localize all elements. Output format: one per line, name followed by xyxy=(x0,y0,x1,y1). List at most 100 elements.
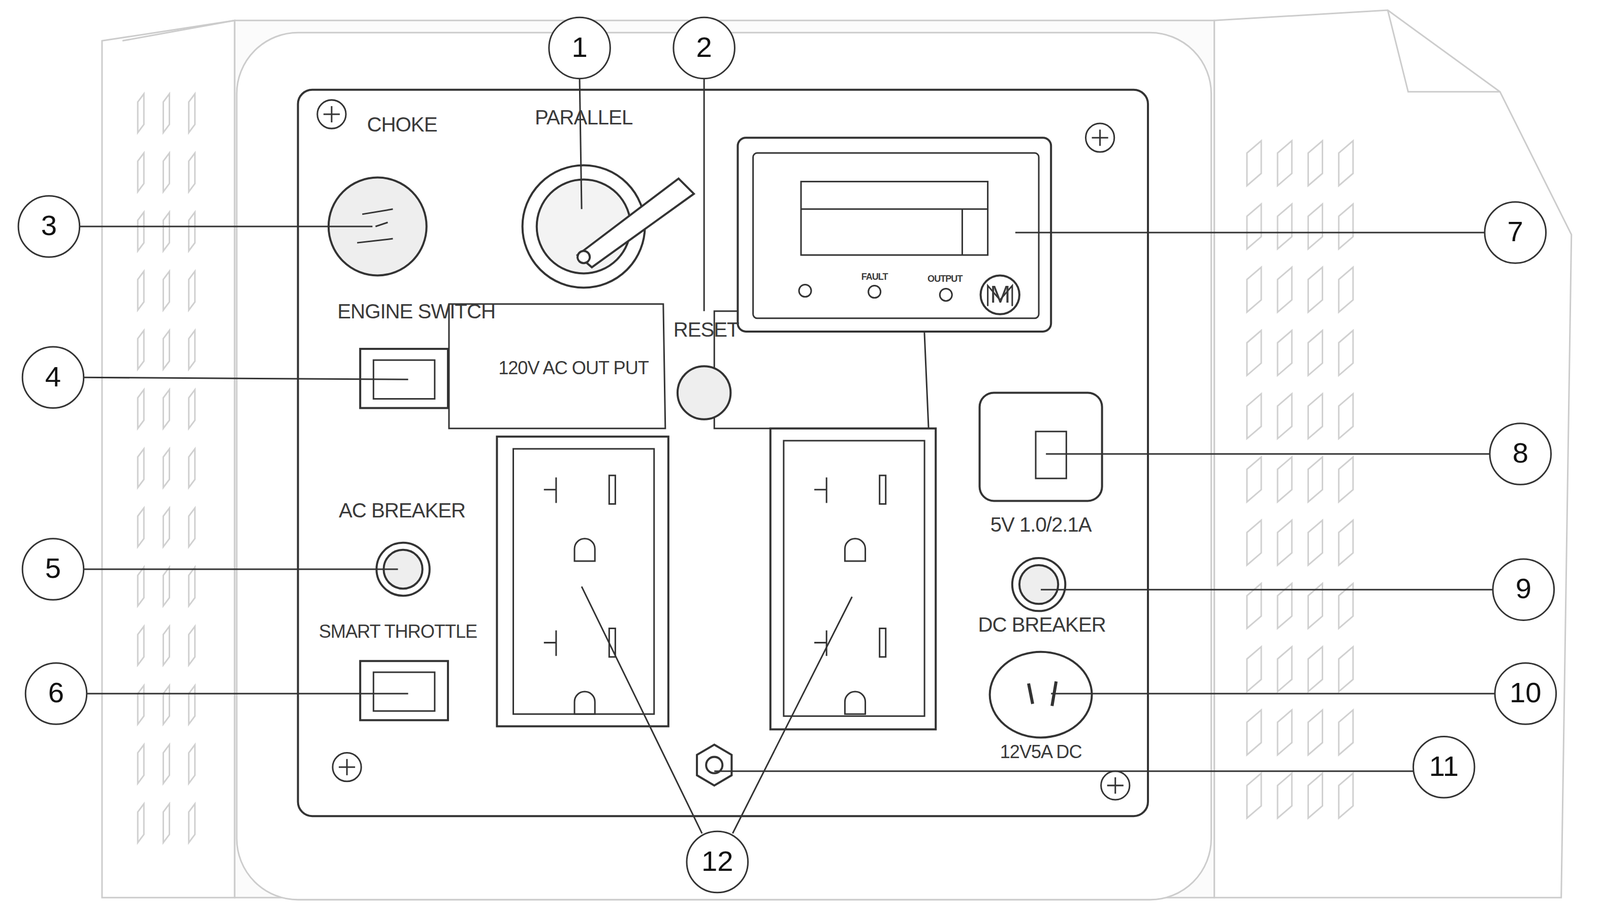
outlet-slot xyxy=(879,628,886,658)
callout-circle xyxy=(22,538,84,601)
vent-slot xyxy=(1307,710,1323,755)
vent-slot xyxy=(1338,457,1354,502)
vent-slot xyxy=(1246,140,1262,186)
button-letter: M xyxy=(989,281,1010,309)
vent-slot xyxy=(163,626,170,665)
vent-slot xyxy=(1246,330,1262,376)
vent-slot xyxy=(163,804,170,843)
leader-line xyxy=(86,693,409,695)
reset-button xyxy=(677,366,731,420)
vent-slot xyxy=(137,271,144,310)
vent-slot xyxy=(137,745,144,784)
callout-circle xyxy=(18,196,80,258)
vent-slot xyxy=(1246,267,1262,312)
vent-slot xyxy=(1246,393,1262,439)
leader-line xyxy=(732,596,852,834)
vent-slot xyxy=(1277,520,1292,566)
leader-line xyxy=(83,377,409,380)
callout-number: 7 xyxy=(1507,216,1524,249)
vent-slot xyxy=(1246,457,1262,502)
screw xyxy=(1101,771,1130,800)
outlet-slot xyxy=(544,477,557,503)
vent-slot xyxy=(137,212,144,251)
housing-left xyxy=(102,20,235,899)
ground-terminal xyxy=(696,745,732,786)
callout-circle xyxy=(686,831,749,893)
lcd-segments xyxy=(801,209,988,255)
callout-number: 3 xyxy=(41,210,57,243)
leader-line xyxy=(79,225,373,228)
dc-breaker-button xyxy=(1019,565,1059,604)
fault-led xyxy=(868,285,881,299)
vent-slot xyxy=(1277,267,1292,312)
vent-slot xyxy=(188,507,196,547)
panel-recess xyxy=(236,32,1212,901)
callout-circle xyxy=(1489,423,1552,486)
leader-line xyxy=(1045,453,1490,455)
vent-slot xyxy=(1338,330,1354,376)
leader-line xyxy=(1040,589,1493,591)
vent-slot xyxy=(163,745,170,784)
callout-circle xyxy=(25,663,87,725)
outlet-slot xyxy=(609,475,616,504)
vent-slot xyxy=(1338,204,1354,249)
vent-slot xyxy=(1338,140,1354,186)
callout-number: 1 xyxy=(571,32,588,64)
outlet-cover-left xyxy=(449,304,666,429)
vent-slot xyxy=(1277,647,1292,692)
vent-slot xyxy=(137,330,144,370)
callout-circle xyxy=(1492,559,1555,621)
vent-slot xyxy=(137,449,144,488)
vent-slot xyxy=(1338,267,1354,312)
callout-number: 12 xyxy=(701,846,734,879)
vent-slot xyxy=(137,152,144,192)
panel-label: AC BREAKER xyxy=(338,498,466,522)
smart-throttle-rocker xyxy=(373,672,435,712)
vent-slot xyxy=(188,567,196,606)
leader-line xyxy=(1050,693,1495,695)
outlet-slot xyxy=(879,475,886,504)
parallel-pivot xyxy=(577,250,590,264)
leader-line xyxy=(1015,232,1485,234)
callout-circle xyxy=(22,346,84,409)
dc-socket xyxy=(989,652,1093,739)
vent-slot xyxy=(1277,330,1292,376)
vent-slot xyxy=(163,212,170,251)
outlet-ground xyxy=(574,691,595,715)
callout-circle xyxy=(673,17,735,79)
callout-number: 6 xyxy=(48,678,64,710)
smart-throttle-switch xyxy=(360,661,448,721)
vent-slot xyxy=(137,567,144,606)
outlet-right-face xyxy=(783,440,925,717)
screw xyxy=(1085,123,1115,152)
vent-slot xyxy=(1277,457,1292,502)
panel-label: RESET xyxy=(673,318,740,341)
leader-line xyxy=(579,78,582,210)
vent-slot xyxy=(188,745,196,784)
callout-number: 8 xyxy=(1512,438,1529,470)
output-led xyxy=(939,289,952,302)
panel-label: PARALLEL xyxy=(534,106,633,129)
callout-number: 4 xyxy=(45,361,61,394)
vent-slot xyxy=(163,271,170,310)
leader-line xyxy=(714,770,1414,773)
outlet-left-face xyxy=(513,449,654,715)
dc-breaker xyxy=(1012,558,1066,612)
mode-button xyxy=(980,275,1020,314)
outlet-left xyxy=(496,436,668,727)
vent-slot xyxy=(188,449,196,488)
callout-circle xyxy=(1494,663,1557,725)
callout-circle xyxy=(1484,202,1547,264)
vent-slot xyxy=(1277,773,1292,819)
vent-slot xyxy=(163,567,170,606)
vent-slot xyxy=(1307,520,1323,566)
panel-label: SMART THROTTLE xyxy=(318,622,477,644)
callout-circle xyxy=(1413,736,1475,798)
vent-slot xyxy=(1277,393,1292,439)
vent-slot xyxy=(163,449,170,488)
indicator-label: OUTPUT xyxy=(927,274,963,285)
lcd-screen xyxy=(801,181,988,256)
outlet-ground xyxy=(844,691,866,715)
vent-slot xyxy=(163,152,170,192)
outlet-slot xyxy=(544,630,557,657)
